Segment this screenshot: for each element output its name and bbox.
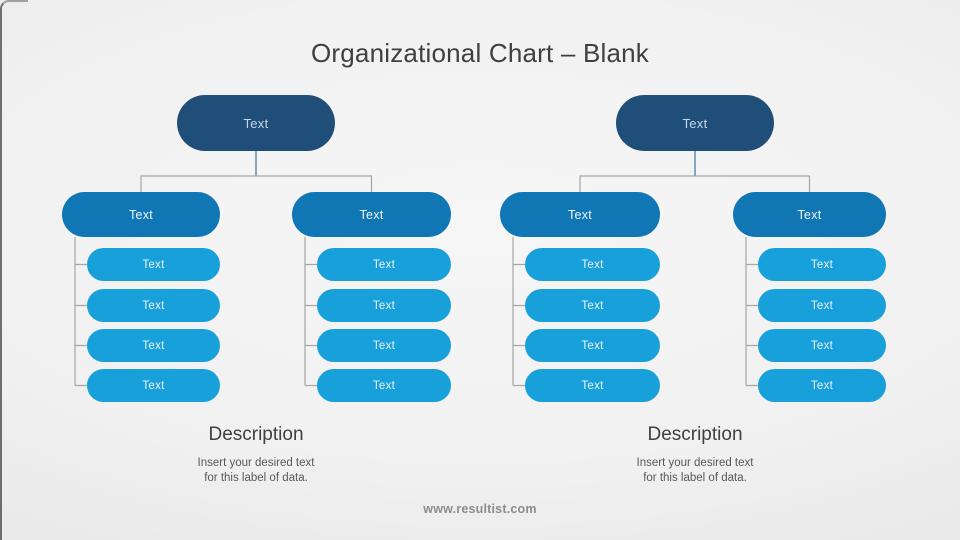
description-heading: Description: [208, 424, 304, 445]
org-node-parent-4: Text: [733, 192, 886, 237]
branch-bracket-column-4: [745, 237, 758, 387]
description-block-left: Description Insert your desired text for…: [106, 423, 406, 486]
description-heading: Description: [647, 424, 743, 445]
description-body-line: Insert your desired text: [197, 457, 315, 469]
org-node-parent-3: Text: [500, 192, 660, 237]
branch-bracket-column-2: [304, 237, 317, 387]
org-node-child: Text: [758, 248, 886, 281]
org-node-child: Text: [317, 369, 451, 402]
slide-edge-decoration: [0, 0, 28, 540]
description-body-line: for this label of data.: [643, 472, 747, 484]
org-node-child: Text: [87, 289, 220, 322]
org-node-child: Text: [317, 248, 451, 281]
slide-title: Organizational Chart – Blank: [310, 38, 649, 68]
org-node-child: Text: [758, 369, 886, 402]
description-body-line: for this label of data.: [204, 472, 308, 484]
org-node-child: Text: [525, 329, 660, 362]
footer-website-url: www.resultist.com: [423, 502, 537, 516]
org-node-child: Text: [87, 369, 220, 402]
org-node-child: Text: [758, 329, 886, 362]
org-node-parent-2: Text: [292, 192, 451, 237]
root-bracket-line-right: [579, 175, 811, 193]
branch-bracket-column-1: [74, 237, 87, 387]
description-body-line: Insert your desired text: [636, 457, 754, 469]
org-node-child: Text: [87, 329, 220, 362]
org-node-child: Text: [525, 369, 660, 402]
org-node-parent-1: Text: [62, 192, 220, 237]
root-bracket-line-left: [140, 175, 373, 193]
org-node-root-right: Text: [616, 95, 774, 151]
org-node-child: Text: [317, 329, 451, 362]
branch-bracket-column-3: [512, 237, 525, 387]
org-node-child: Text: [525, 289, 660, 322]
org-node-child: Text: [317, 289, 451, 322]
org-node-child: Text: [87, 248, 220, 281]
org-node-child: Text: [525, 248, 660, 281]
description-block-right: Description Insert your desired text for…: [545, 423, 845, 486]
org-node-root-left: Text: [177, 95, 335, 151]
org-node-child: Text: [758, 289, 886, 322]
